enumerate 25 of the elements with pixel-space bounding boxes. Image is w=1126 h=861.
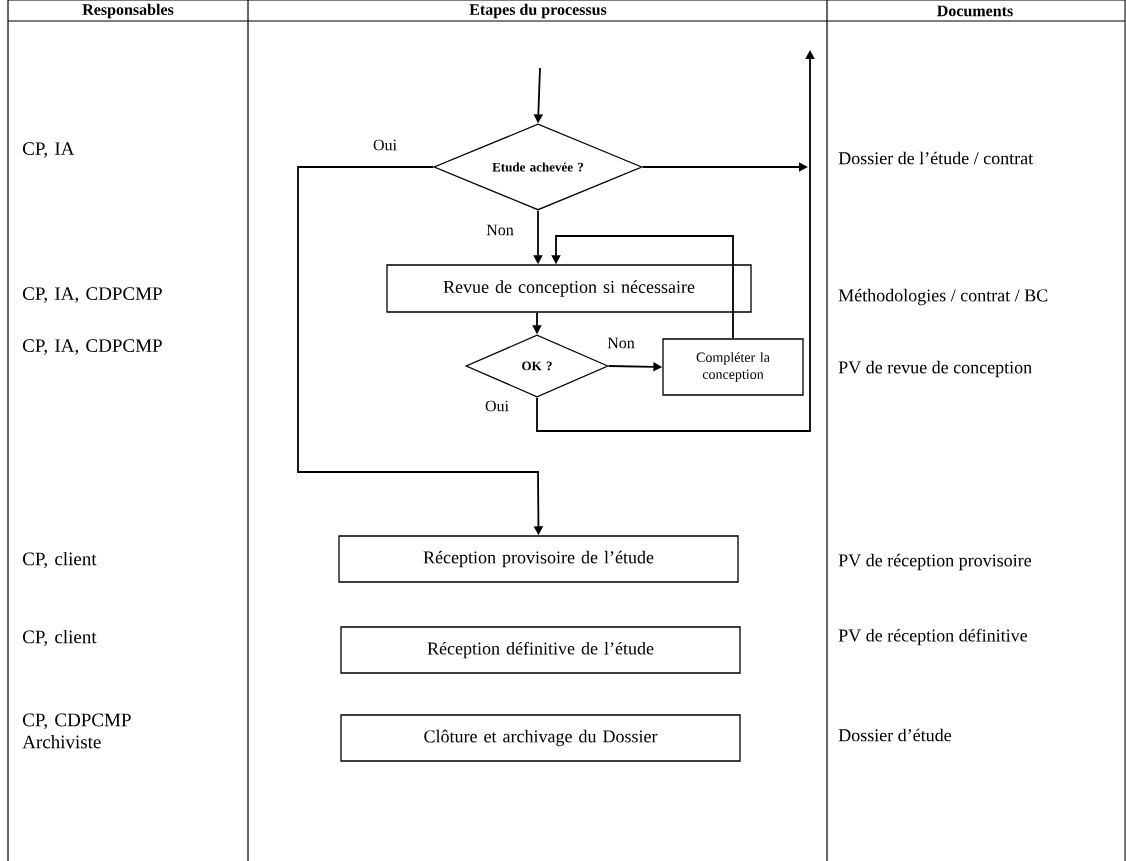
- edge-label: Non: [607, 337, 635, 349]
- process-box: Réception définitive de l’étude: [340, 626, 741, 674]
- table-cell: CP, IA: [23, 142, 75, 158]
- process-box: Revue de conception si nécessaire: [386, 264, 752, 313]
- column-header: Responsables: [82, 3, 174, 19]
- table-cell: CP, IA, CDPCMP: [23, 287, 162, 303]
- process-box: Réception provisoire de l’étude: [338, 535, 739, 583]
- edge-label: Oui: [485, 400, 509, 412]
- table-cell: PV de revue de conception: [838, 360, 1032, 378]
- table-cell: Méthodologies / contrat / BC: [838, 288, 1048, 306]
- arrow: [551, 235, 734, 340]
- table-cell: CP, CDPCMP Archiviste: [22, 713, 131, 749]
- process-box: Compléter la conception: [662, 338, 804, 396]
- table-cell: CP, client: [23, 629, 97, 647]
- edge-label: Oui: [373, 139, 397, 151]
- table-cell: PV de réception définitive: [838, 628, 1028, 646]
- edge-label: Non: [486, 224, 514, 236]
- column-header: Etapes du processus: [469, 3, 607, 19]
- table-cell: CP, client: [23, 551, 97, 569]
- process-box: Clôture et archivage du Dossier: [340, 714, 741, 762]
- table-cell: PV de réception provisoire: [838, 553, 1032, 571]
- table-cell: Dossier d’étude: [838, 728, 952, 742]
- table-cell: CP, IA, CDPCMP: [23, 339, 162, 355]
- table-cell: Dossier de l’étude / contrat: [838, 151, 1034, 165]
- column-header: Documents: [937, 5, 1013, 17]
